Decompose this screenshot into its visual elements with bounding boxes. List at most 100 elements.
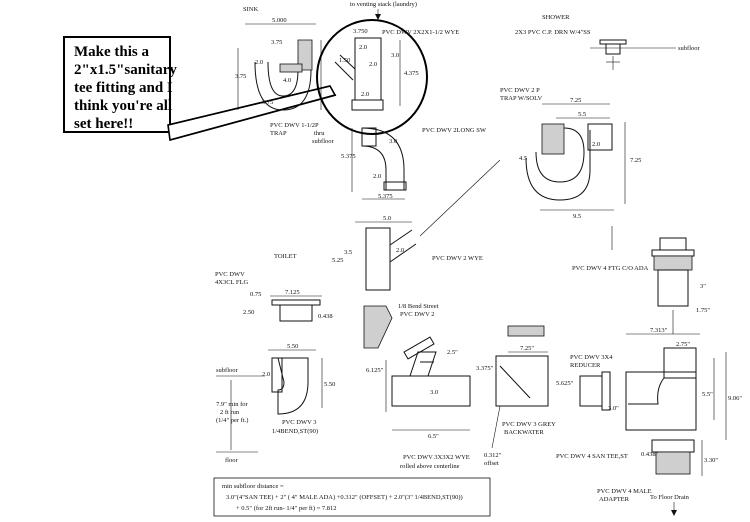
vent-dim-b: 1.50: [339, 57, 350, 64]
quarter-bend-min-3: (1/4" per ft.): [216, 417, 248, 424]
wye2-dim-d: 2.0: [396, 247, 404, 254]
sink-trap-label-2: TRAP: [270, 130, 287, 137]
sink-trap: SINK 5.000 3.75 3.75 2.0 4.0 3.75 PVC DW…: [235, 6, 322, 137]
quarter-bend-min-1: 7.9" min for: [216, 401, 249, 408]
shower-title: SHOWER: [542, 14, 570, 21]
toilet-dim-c: 2.50: [243, 309, 254, 316]
vent-dim-c: 2.0: [369, 61, 377, 68]
shower-trap-dim-b: 5.5: [578, 111, 586, 118]
shower-trap-label-2: TRAP W/SOLV: [500, 95, 543, 102]
quarter-bend-min-2: 2 ft run: [220, 409, 240, 416]
backwater-label-1: PVC DWV 3 GREY: [502, 421, 556, 428]
callout-line-2: 2"x1.5"sanitary: [74, 62, 177, 78]
quarter-bend-subfloor: subfloor: [216, 367, 239, 374]
callout-line-5: set here!!: [74, 116, 133, 132]
male-adapter-label-2: ADAPTER: [599, 496, 630, 503]
long-elbow-label: PVC DWV 2LONG SW: [422, 127, 487, 134]
callout-line-4: think you're all: [74, 98, 172, 114]
vent-dim-top: 3.750: [353, 28, 368, 35]
long-elbow-dim-c: 5.375: [341, 153, 356, 160]
toilet-dim-a: 0.75: [250, 291, 261, 298]
long-elbow-thru-1: thru: [314, 130, 325, 137]
shower-trap-dim-c: 4.5: [519, 155, 527, 162]
toilet-dim-d: 0.438: [318, 313, 333, 320]
san-tee-dim-e: 3.0": [608, 405, 619, 412]
wye2-dim-a: 5.0: [383, 215, 391, 222]
cleanout-label: PVC DWV 4 FTG C/O ADA: [572, 265, 649, 272]
reducer-label-2: REDUCER: [570, 362, 601, 369]
long-elbow-thru-2: subfloor: [312, 138, 335, 145]
cleanout: PVC DWV 4 FTG C/O ADA 3" 1.75": [572, 237, 710, 334]
shower-trap: PVC DWV 2 P TRAP W/SOLV 7.25 5.5 4.5 2.0…: [500, 87, 641, 220]
toilet-title: TOILET: [274, 253, 297, 260]
bend-street: 1/8 Bend Street PVC DWV 2: [363, 303, 439, 349]
sink-dim-e: 3.75: [262, 99, 273, 106]
vent-wye: to venting stack (laundry) PVC DWV 2X2X1…: [316, 1, 459, 135]
toilet-dim-b: 7.125: [285, 289, 300, 296]
sink-dim-d: 4.0: [283, 77, 291, 84]
san-tee: 7.313" 2.75" 5.5" 9.06" 3.0" PVC DWV 4 S…: [556, 327, 742, 460]
toilet-flange-label-1: PVC DWV: [215, 271, 245, 278]
quarter-bend-label-2: 1/4BEND,ST(90): [272, 428, 318, 435]
shower-subfloor: subfloor: [678, 45, 701, 52]
vent-stack-label: to venting stack (laundry): [350, 1, 417, 8]
vent-dim-e: 3.0: [391, 52, 399, 59]
sink-title: SINK: [243, 6, 258, 13]
backwater-dim-c: 5.625": [556, 380, 574, 387]
backwater-dim-a: 7.25": [520, 345, 534, 352]
wye-3: 2.5" 6.125" 6.5" 3.0 PVC DWV 3X3X2 WYE r…: [366, 336, 471, 470]
backwater-dim-b: 3.375": [476, 365, 494, 372]
wye2-dim-b: 3.5: [344, 249, 352, 256]
reducer-label-1: PVC DWV 3X4: [570, 354, 613, 361]
cleanout-dim-b: 1.75": [696, 307, 710, 314]
san-tee-dim-d: 9.06": [728, 395, 742, 402]
sink-dim-width: 5.000: [272, 17, 287, 24]
backwater: 7.25" 3.375" 5.625" PVC DWV 3 GREY BACKW…: [476, 325, 574, 467]
wye2-dim-c: 5.25: [332, 257, 343, 264]
male-adapter-dim-a: 0.438": [641, 451, 659, 458]
toilet-flange-label-2: 4X3CL FLG: [215, 279, 248, 286]
sink-dim-c: 2.0: [255, 59, 263, 66]
wye3-label-1: PVC DWV 3X3X2 WYE: [403, 454, 470, 461]
long-elbow-dim-a: 3.0: [389, 138, 397, 145]
bend-street-label-1: 1/8 Bend Street: [398, 303, 439, 310]
cleanout-dim-a: 3": [700, 283, 706, 290]
quarter-bend-dim-b: 2.0: [262, 371, 270, 378]
vent-dim-a: 2.0: [359, 44, 367, 51]
long-elbow-dim-b: 2.0: [373, 173, 381, 180]
floor-drain-label: To Floor Drain: [650, 494, 690, 501]
wye-2: 5.0 3.5 5.25 2.0 PVC DWV 2 WYE: [332, 159, 501, 291]
backwater-offset-2: offset: [484, 460, 499, 467]
san-tee-dim-a: 7.313": [650, 327, 668, 334]
wye3-dim-a: 2.5": [447, 349, 458, 356]
calc-line-1: 3.0"(4"SAN TEE) + 2" ( 4" MALE ADA) +0.3…: [226, 494, 463, 501]
quarter-bend-label-1: PVC DWV 3: [282, 419, 317, 426]
quarter-bend-dim-c: 5.50: [324, 381, 335, 388]
sink-trap-label-1: PVC DWV 1-1/2P: [270, 122, 319, 129]
male-adapter-dim-b: 3.30": [704, 457, 718, 464]
callout: Make this a 2"x1.5"sanitary tee fitting …: [63, 36, 337, 142]
san-tee-dim-c: 5.5": [702, 391, 713, 398]
vent-dim-d: 4.375: [404, 70, 419, 77]
quarter-bend: 5.50 subfloor 2.0 5.50 7.9" min for 2 ft…: [216, 343, 335, 464]
shower-drain-label: 2X3 PVC C.P. DRN W/4"SS: [515, 29, 591, 36]
wye3-dim-d: 3.0: [430, 389, 438, 396]
calc-title: min subfloor distance =: [222, 483, 284, 490]
vent-wye-label: PVC DWV 2X2X1-1/2 WYE: [382, 29, 459, 36]
quarter-bend-dim-a: 5.50: [287, 343, 298, 350]
san-tee-dim-b: 2.75": [676, 341, 690, 348]
shower-drain: SHOWER 2X3 PVC C.P. DRN W/4"SS subfloor: [515, 14, 701, 70]
wye2-label: PVC DWV 2 WYE: [432, 255, 483, 262]
calc-box: min subfloor distance = 3.0"(4"SAN TEE) …: [213, 477, 491, 517]
male-adapter: 0.438" 3.30" PVC DWV 4 MALE ADAPTER To F…: [597, 439, 718, 516]
wye3-dim-b: 6.125": [366, 367, 384, 374]
sink-dim-a: 3.75: [271, 39, 282, 46]
backwater-offset-1: 0.312": [484, 452, 502, 459]
calc-line-2: + 0.5" (for 2ft run- 1/4" per ft) = 7.81…: [236, 505, 337, 512]
wye3-label-2: rolled above centerline: [400, 463, 460, 470]
wye3-dim-c: 6.5": [428, 433, 439, 440]
callout-line-3: tee fitting and I: [74, 80, 173, 96]
reducer: PVC DWV 3X4 REDUCER: [570, 354, 613, 411]
shower-trap-dim-e: 7.25: [630, 157, 641, 164]
